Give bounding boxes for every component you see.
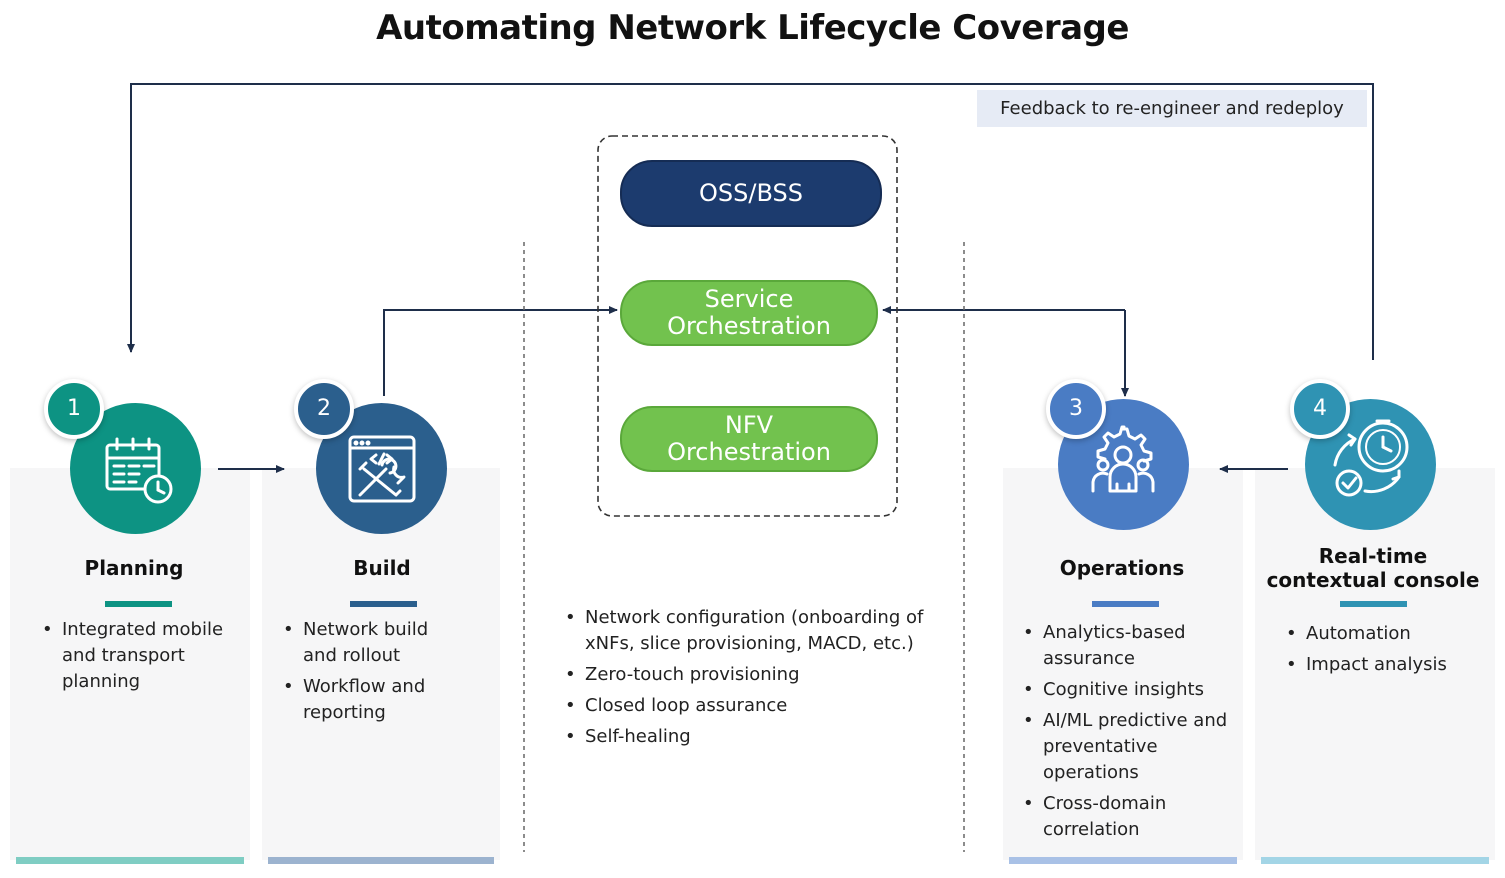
list-item: AI/ML predictive andpreventativeoperatio… — [1023, 708, 1243, 786]
list-item: Zero-touch provisioning — [565, 662, 945, 688]
planning-title: Planning — [84, 556, 184, 580]
list-item: Closed loop assurance — [565, 693, 945, 719]
center-bullet-list: Network configuration (onboarding ofxNFs… — [565, 605, 945, 755]
console-bullet-list: Automation Impact analysis — [1286, 621, 1486, 683]
build-title: Build — [353, 556, 411, 580]
console-title-line1: Real-time — [1318, 544, 1428, 568]
list-item: Network configuration (onboarding ofxNFs… — [565, 605, 945, 657]
planning-step-badge: 1 — [44, 379, 104, 439]
nfv-orchestration-line2: Orchestration — [667, 438, 831, 466]
console-underline — [1340, 601, 1407, 607]
calendar-clock-icon — [105, 437, 173, 504]
build-panel-bar — [268, 857, 494, 864]
list-item: Cognitive insights — [1023, 677, 1243, 703]
nfv-orchestration-line1: NFV — [724, 411, 774, 439]
build-step-badge: 2 — [294, 379, 354, 439]
orchestration-dashed-box — [597, 135, 898, 517]
clock-check-cycle-icon — [1333, 419, 1409, 497]
gear-team-icon — [1091, 425, 1155, 493]
feedback-loop-line — [127, 83, 1374, 360]
build-underline — [350, 601, 417, 607]
service-orchestration-line2: Orchestration — [667, 312, 831, 340]
operations-underline — [1092, 601, 1159, 607]
build-to-service-line — [383, 306, 618, 396]
operations-title: Operations — [1059, 556, 1185, 580]
service-orchestration-pill: Service Orchestration — [620, 280, 878, 346]
nfv-orchestration-pill: NFV Orchestration — [620, 406, 878, 472]
console-title-line2: contextual console — [1266, 568, 1480, 592]
operations-panel-bar — [1009, 857, 1237, 864]
console-title: Real-time contextual console — [1248, 544, 1498, 592]
operations-step-badge: 3 — [1046, 379, 1106, 439]
feedback-label: Feedback to re-engineer and redeploy — [977, 90, 1367, 127]
list-item: Self-healing — [565, 724, 945, 750]
planning-underline — [105, 601, 172, 607]
list-item: Impact analysis — [1286, 652, 1486, 678]
list-item: Automation — [1286, 621, 1486, 647]
console-panel-bar — [1261, 857, 1489, 864]
console-step-badge: 4 — [1290, 379, 1350, 439]
code-tools-icon — [348, 435, 416, 503]
planning-panel-bar — [16, 857, 244, 864]
oss-bss-pill: OSS/BSS — [620, 160, 882, 227]
service-orchestration-line1: Service — [704, 285, 794, 313]
page-title: Automating Network Lifecycle Coverage — [376, 8, 1129, 48]
